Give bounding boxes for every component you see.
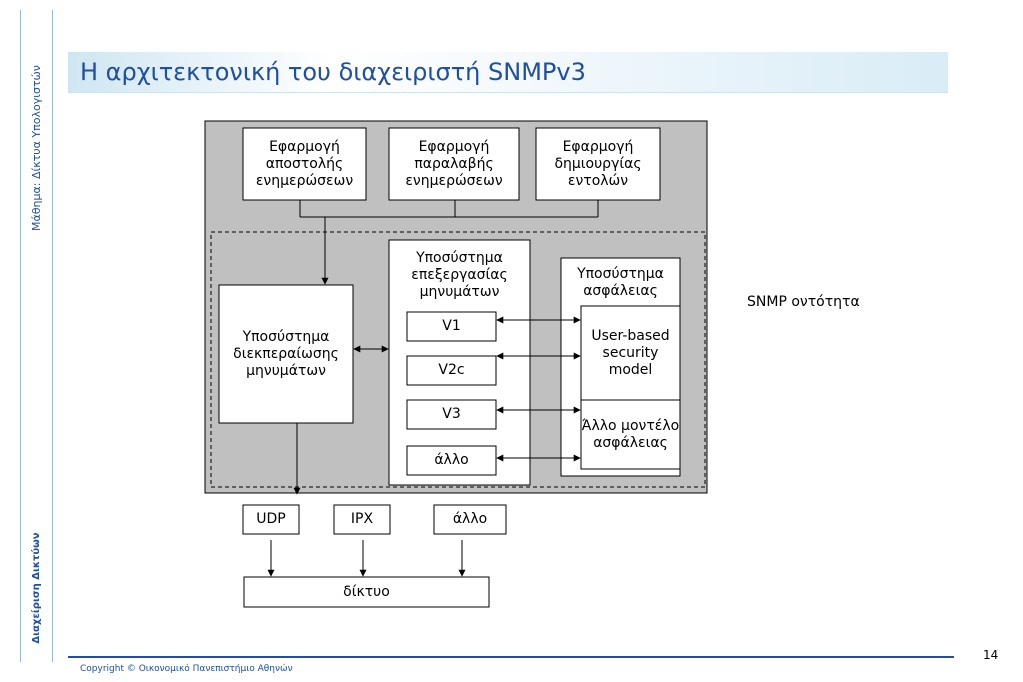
title-bar xyxy=(68,52,948,93)
dispatcher-label: Υποσύστημα διεκπεραίωσης μηνυμάτων xyxy=(233,328,339,379)
model-label-other: άλλο xyxy=(434,452,469,468)
app-label-notification-receiver: Εφαρμογή παραλαβής ενημερώσεων xyxy=(405,138,503,189)
app-label-notification-originator: Εφαρμογή αποστολής ενημερώσεων xyxy=(255,138,354,189)
network-label: δίκτυο xyxy=(343,583,390,600)
security-title: Υποσύστημα ασφάλειας xyxy=(577,266,664,299)
usm-box xyxy=(580,305,681,401)
slide-title: Η αρχιτεκτονική του διαχειριστή SNMPv3 xyxy=(80,58,586,86)
model-label-v2c: V2c xyxy=(438,362,465,378)
app-box-notification-originator xyxy=(242,127,367,201)
footer-line xyxy=(68,656,954,658)
app-box-command-generator xyxy=(535,127,661,201)
app-label-command-generator: Εφαρμογή δημιουργίας εντολών xyxy=(554,138,642,189)
app-box-notification-receiver xyxy=(388,127,520,201)
sidebar: Μάθημα: Δίκτυα Υπολογιστών Διαχείριση Δι… xyxy=(20,10,53,662)
usm-label: User-based security model xyxy=(591,327,670,378)
snmp-engine-box xyxy=(210,231,706,488)
dispatcher-box xyxy=(218,284,354,424)
model-box-other xyxy=(406,445,497,476)
transport-label-udp: UDP xyxy=(256,511,286,527)
snmp-entity-label: SNMP οντότητα xyxy=(747,294,860,310)
transport-box-other xyxy=(433,504,507,535)
network-box xyxy=(243,576,490,608)
other-security-label: Άλλο μοντέλο ασφάλειας xyxy=(581,417,680,451)
other-security-box xyxy=(580,399,681,470)
model-box-v1 xyxy=(406,311,497,342)
transport-box-ipx xyxy=(333,504,391,535)
page-number: 14 xyxy=(983,648,999,662)
processing-title: Υποσύστημα επεξεργασίας μηνυμάτων xyxy=(411,249,508,300)
transport-box-udp xyxy=(242,504,300,535)
model-box-v3 xyxy=(406,399,497,430)
transport-label-ipx: IPX xyxy=(350,511,374,527)
model-label-v3: V3 xyxy=(442,406,461,422)
model-label-v1: V1 xyxy=(442,318,461,334)
transport-label-other: άλλο xyxy=(452,511,488,527)
copyright: Copyright © Οικονομικό Πανεπιστήμιο Αθην… xyxy=(80,664,293,674)
model-box-v2c xyxy=(406,355,497,386)
